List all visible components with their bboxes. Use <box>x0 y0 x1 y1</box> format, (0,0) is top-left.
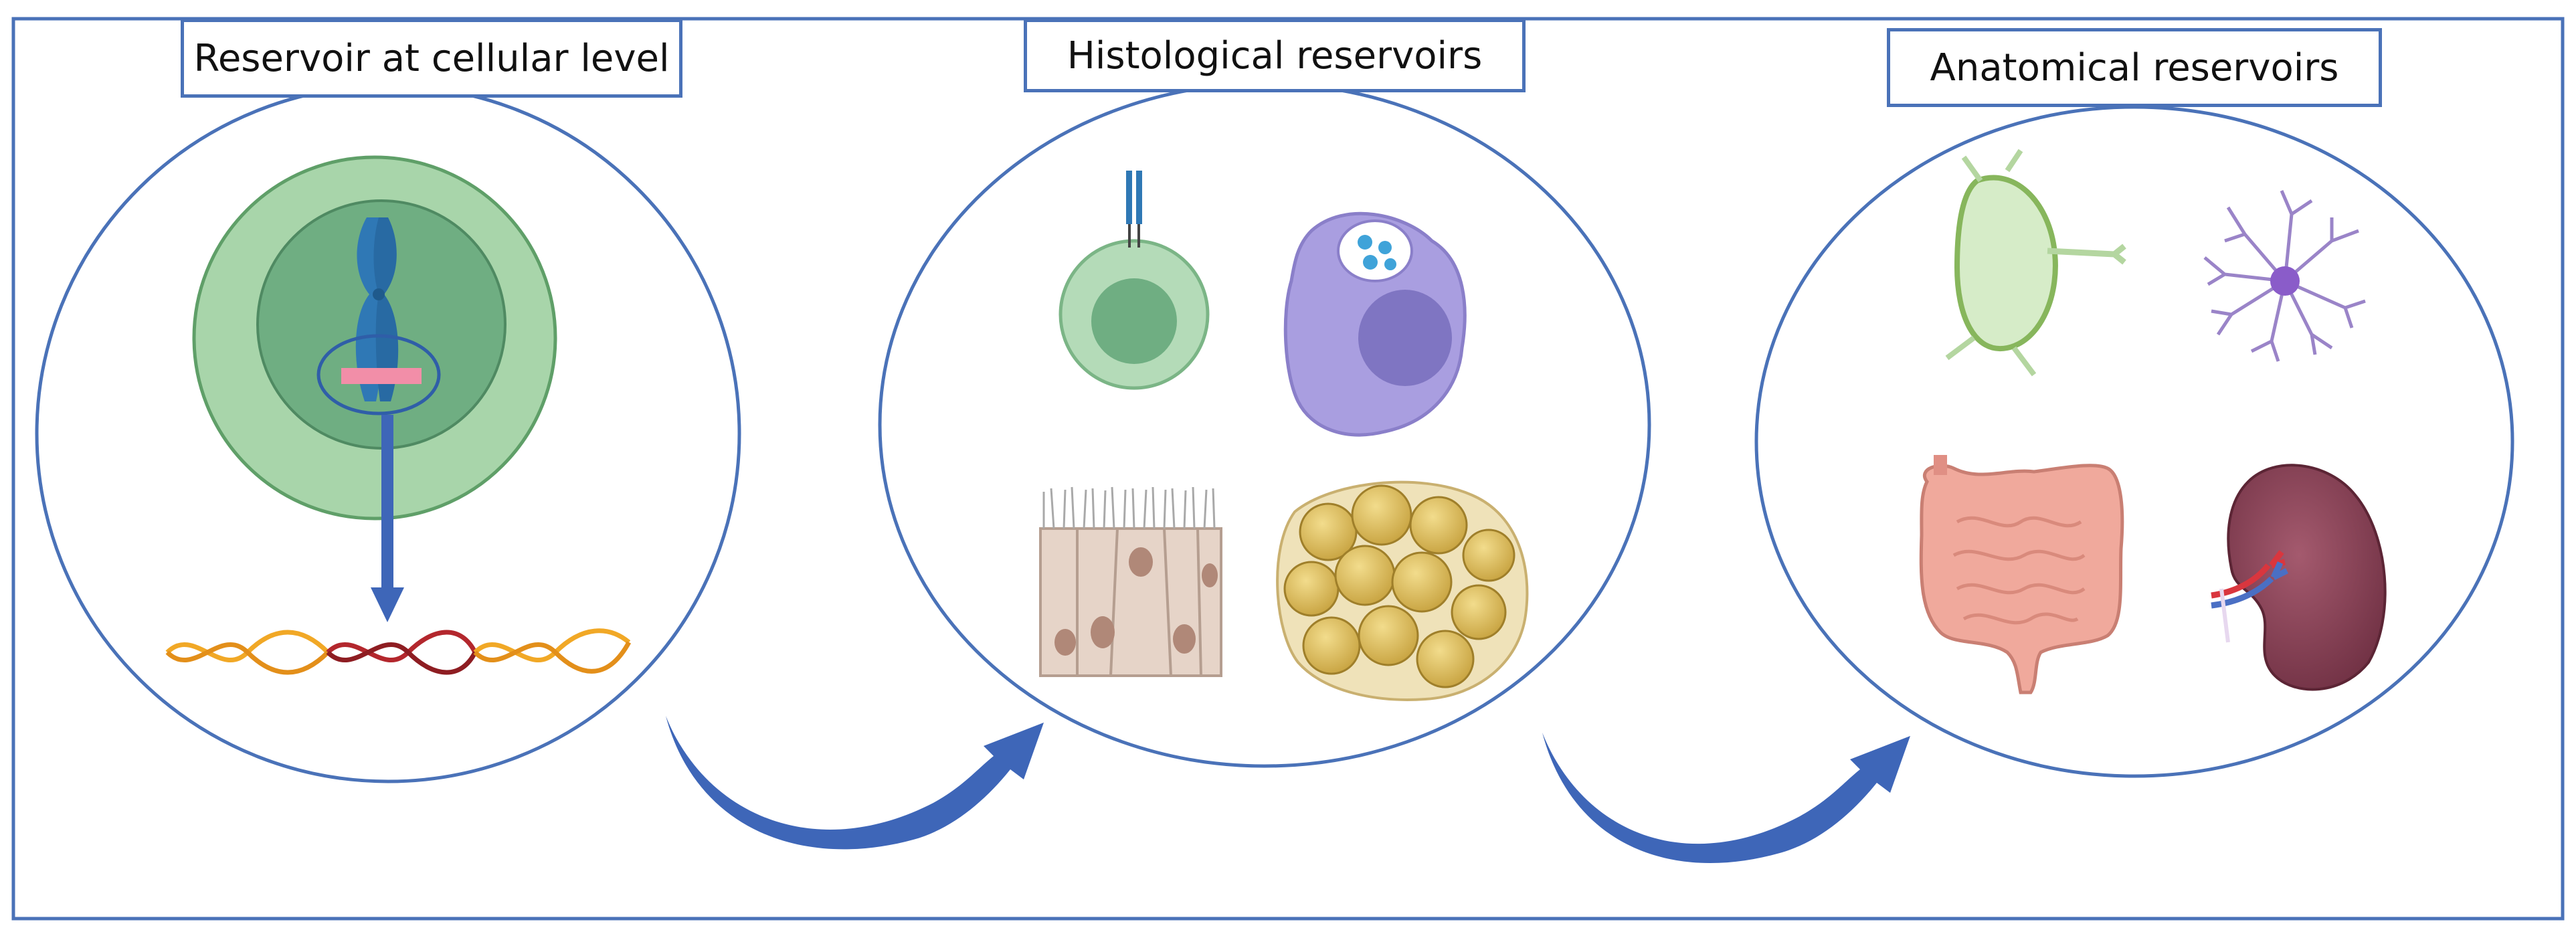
panel-title-histological: Histological reservoirs <box>1024 19 1526 92</box>
transition-arrow-2 <box>1542 733 1910 864</box>
brain-cell-astrocyte-icon <box>2203 190 2366 362</box>
macrophage-icon <box>1283 211 1467 437</box>
panel-circle-histological <box>878 82 1651 768</box>
panel-title-anatomical: Anatomical reservoirs <box>1887 28 2382 107</box>
lymph-node-icon <box>1945 149 2126 377</box>
dna-double-helix-icon <box>165 628 632 675</box>
intestine-icon <box>1919 455 2124 694</box>
panel-circle-anatomical <box>1754 105 2514 778</box>
epithelial-cells-icon <box>1039 486 1222 677</box>
provirus-marker <box>341 368 422 384</box>
panel-title-cellular: Reservoir at cellular level <box>181 19 682 98</box>
adipose-tissue-icon <box>1276 480 1529 701</box>
chromosome-icon <box>355 217 399 401</box>
kidney-icon <box>2211 464 2387 691</box>
integration-arrow <box>371 415 404 622</box>
transition-arrow-1 <box>666 716 1044 850</box>
integration-site-ring <box>316 334 441 415</box>
t-cell-icon <box>1059 171 1210 390</box>
